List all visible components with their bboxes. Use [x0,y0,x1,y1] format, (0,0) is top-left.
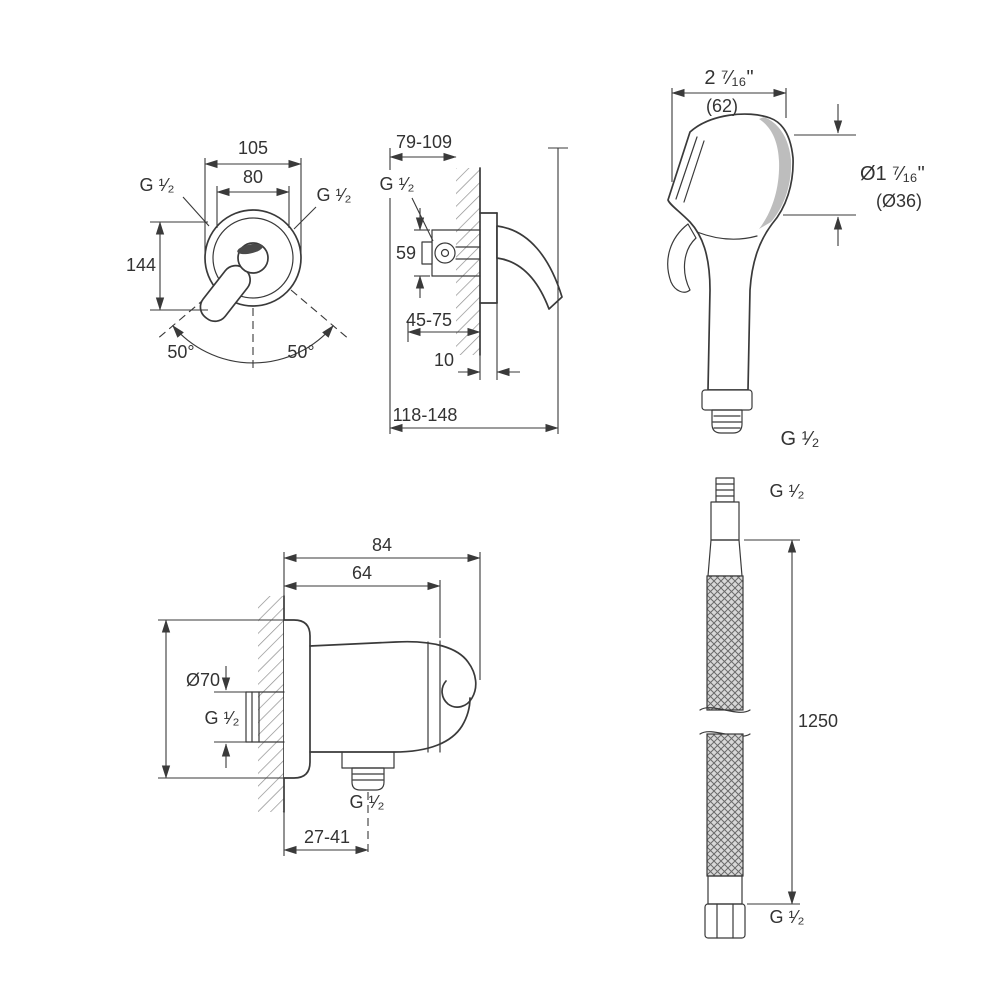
dim-label-118-148: 118-148 [393,405,458,425]
dim-thread-side: G ¹⁄₂ [380,174,434,242]
dim-label-swing-right: 50° [287,342,314,362]
dim-label-84: 84 [372,535,392,555]
dim-depth-64: 64 [283,563,441,638]
dim-label-dia-mm: (Ø36) [876,191,922,211]
hose-view: G ¹⁄₂ 1250 G ¹⁄₂ [699,477,838,939]
dim-label-45-75: 45-75 [406,310,452,330]
dim-spray-width: 2 ⁷⁄₁₆" (62) [671,67,787,182]
outlet-thread-nipple [351,767,385,791]
dim-spray-diameter: Ø1 ⁷⁄₁₆" (Ø36) [783,104,925,246]
swing-arc [172,325,334,364]
dim-thread-right: G ¹⁄₂ [293,185,352,230]
dim-total-depth: 118-148 [389,147,568,434]
dim-label-dia-in: Ø1 ⁷⁄₁₆" [860,163,925,185]
thread-label-outlet: G ¹⁄₂ [350,792,385,812]
dim-label-width-mm: (62) [706,96,738,116]
spray-thread-nub [711,409,743,434]
dim-height-144: 144 [126,221,208,311]
mixer-front-view: 50° 50° 105 80 G ¹⁄₂ G ¹⁄₂ [126,138,352,372]
dim-label-105: 105 [238,138,268,158]
spray-collar [701,389,753,411]
thread-label-side: G ¹⁄₂ [380,174,415,194]
dim-inlet-thread: G ¹⁄₂ [205,666,246,768]
dim-depth-84: 84 [283,535,481,680]
wall-hatch [456,168,480,355]
thread-label-spray: G ¹⁄₂ [781,428,820,450]
hose-bottom-nut [704,903,746,939]
holder-body-bottom [309,697,471,753]
leader-line [411,197,434,242]
cartridge-screw [440,248,450,258]
dim-flange-diameter: Ø70 [158,619,284,779]
dim-label-27-41: 27-41 [304,827,350,847]
dim-width-105: 105 [204,138,302,253]
dim-hose-length: 1250 [744,539,838,905]
dim-label-width-in: 2 ⁷⁄₁₆" [704,67,753,89]
thread-label-left: G ¹⁄₂ [140,175,175,195]
escutcheon-plate-side [479,212,498,304]
dim-label-144: 144 [126,255,156,275]
dim-label-64: 64 [352,563,372,583]
hand-spray-view: 2 ⁷⁄₁₆" (62) Ø1 ⁷⁄₁₆" (Ø36) G ¹⁄₂ [667,67,925,450]
wall-holder-view: Ø70 G ¹⁄₂ 84 64 G ¹⁄₂ 27-41 [158,535,481,856]
spray-face-rim [675,136,698,200]
leader-line [293,206,317,230]
swing-line-right [290,289,351,341]
dim-outlet-offset: 27-41 [283,792,369,856]
in-wall-valve-body [421,229,481,277]
dim-label-80: 80 [243,167,263,187]
lever-handle-side [496,225,563,310]
spray-face-rim-inner [683,140,705,203]
supply-stub [421,241,433,265]
dim-label-dia70: Ø70 [186,670,220,690]
hose-break-line [699,707,751,713]
hose-bottom-ferrule [707,875,743,905]
handle-swing-range: 50° 50° [155,289,351,372]
dim-body-height-59: 59 [396,208,430,298]
flange-side-profile [283,619,311,779]
bottom-outlet [341,751,395,791]
thread-label-hose-bottom: G ¹⁄₂ [770,907,805,927]
hose-braid-lower [706,733,744,877]
hose-top-ferrule [707,539,743,577]
dim-thread-left: G ¹⁄₂ [140,175,210,227]
spray-silhouette [667,113,794,391]
spray-rear-shade [759,117,792,229]
dim-label-swing-left: 50° [167,342,194,362]
spray-trigger [667,223,697,293]
dim-label-1250: 1250 [798,711,838,731]
dim-plate-depth-10: 10 [434,303,520,380]
neck-seam-line [696,231,758,240]
hose-braid-upper [706,575,744,711]
dim-label-59: 59 [396,243,416,263]
leader-line [182,196,210,227]
escutcheon-inner-circle [212,217,294,299]
dim-label-10: 10 [434,350,454,370]
thread-label-hose-top: G ¹⁄₂ [770,481,805,501]
hose-top-nut [710,501,740,541]
thread-label-inlet: G ¹⁄₂ [205,708,240,728]
thread-label-right: G ¹⁄₂ [317,185,352,205]
holder-body-top [309,640,477,708]
dim-width-80: 80 [216,167,290,228]
dim-rough-in: 45-75 [406,310,481,342]
handle-logo-dot [237,243,263,255]
wall-hatch [258,596,284,812]
inlet-tail-piece [245,691,285,743]
dim-label-79-109: 79-109 [396,132,452,152]
mixer-side-view: 79-109 G ¹⁄₂ 59 45-75 10 [380,132,568,434]
dim-install-depth: 79-109 [389,132,457,434]
